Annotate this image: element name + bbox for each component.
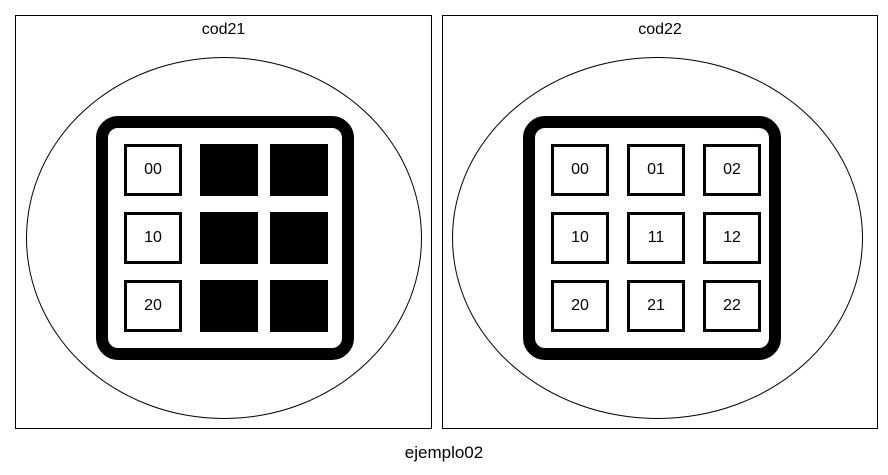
grid-cell: 10: [124, 212, 182, 264]
grid-cell: 12: [703, 212, 761, 264]
filled-cell: [270, 212, 328, 264]
filled-cell: [200, 280, 258, 332]
grid-cell: 11: [627, 212, 685, 264]
panel-title: cod22: [638, 21, 682, 38]
filled-cell: [200, 212, 258, 264]
grid-frame: 00 10 20: [96, 116, 354, 360]
grid-frame: 00 01 02 10 11 12 20 21 22: [523, 116, 781, 360]
grid-cell: 22: [703, 280, 761, 332]
panel-cod22: cod22 00 01 02 10 11 12 20 21 22: [442, 15, 878, 429]
filled-cell: [270, 144, 328, 196]
filled-cell: [200, 144, 258, 196]
grid-cell: 01: [627, 144, 685, 196]
panel-title: cod21: [201, 21, 246, 38]
grid-cell: 21: [627, 280, 685, 332]
grid-cell: 00: [124, 144, 182, 196]
filled-cell: [270, 280, 328, 332]
grid-cell: 20: [551, 280, 609, 332]
figure-caption: ejemplo02: [404, 443, 484, 462]
panel-cod21: cod21 00 10 20: [15, 15, 432, 429]
ellipse: [452, 57, 863, 419]
ellipse: [26, 57, 422, 419]
grid-cell: 10: [551, 212, 609, 264]
grid-cell: 02: [703, 144, 761, 196]
grid-cell: 20: [124, 280, 182, 332]
grid-cell: 00: [551, 144, 609, 196]
